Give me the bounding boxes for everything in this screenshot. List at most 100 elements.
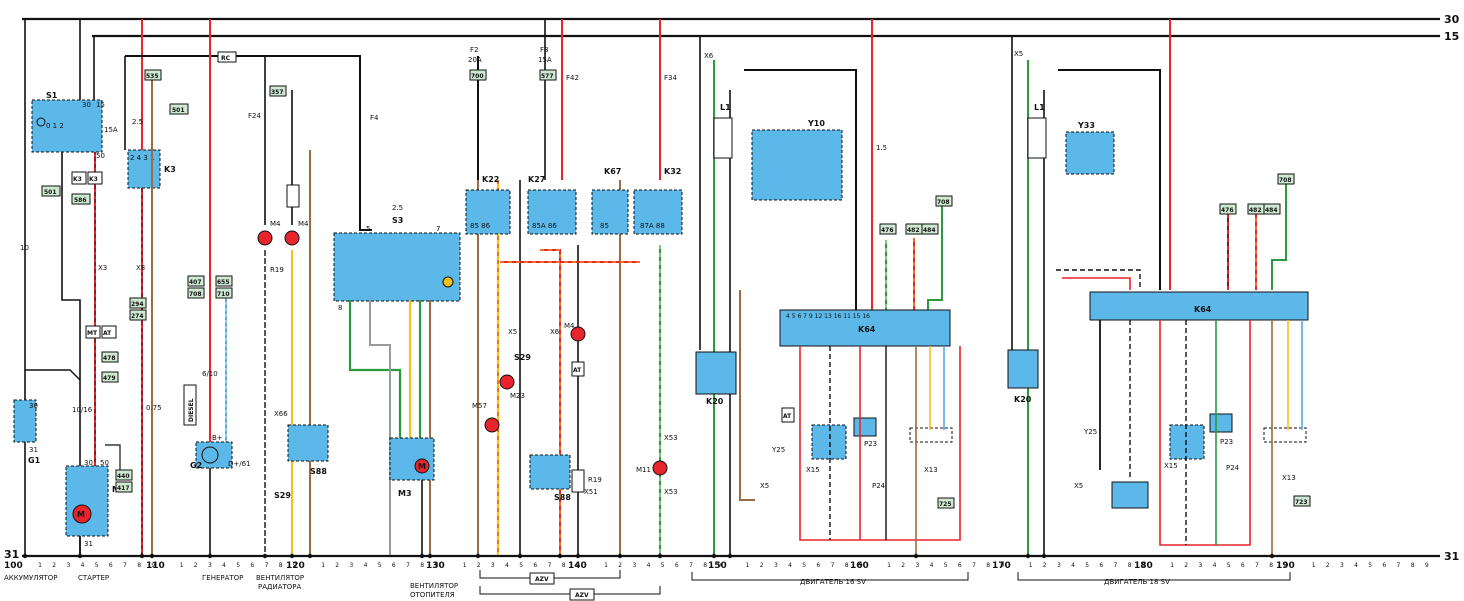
column-index-digit: 2: [901, 562, 905, 569]
ref-484-b-text: 484: [1265, 207, 1278, 214]
k67-sub: 85: [600, 222, 609, 230]
ground-junction-dot: [575, 553, 581, 559]
ref-586-text: 586: [74, 197, 87, 204]
r19-a-label: R19: [270, 266, 284, 274]
ref-482-b-text: 482: [1249, 207, 1262, 214]
column-index-digit: 8: [1411, 562, 1415, 569]
fuse-f2: F2: [470, 46, 478, 54]
column-index-digit: 7: [265, 562, 269, 569]
column-index-digit: 6: [958, 562, 962, 569]
ref-501-b-text: 501: [44, 189, 57, 196]
ground-junction-dot: [657, 553, 663, 559]
column-index-digit: 7: [548, 562, 552, 569]
bus-30-label: 30: [1444, 13, 1460, 26]
sensor-p23-b: [1209, 413, 1233, 433]
connector-x5-f: X5: [1074, 482, 1083, 490]
column-index-digit: 3: [349, 562, 353, 569]
tag-azv-2: [569, 588, 595, 601]
connector-x53-b: X53: [664, 488, 678, 496]
y33-label: Y33: [1077, 121, 1095, 130]
ground-junction-dot: [1269, 553, 1275, 559]
p23-a-label: P23: [864, 440, 877, 448]
engine-16sv-section: L1 Y10 K64 4 5 6 7 9 12 13 16 11 15 16 K…: [695, 19, 961, 555]
generator-section: G2 B+ D+/61 DIESEL 407 708 655 710 RC 6/…: [183, 19, 251, 555]
tag-mt: [85, 325, 101, 339]
col-number-100: 100: [4, 561, 23, 571]
k64-a-label: K64: [858, 325, 876, 334]
column-index-digit: 5: [236, 562, 240, 569]
k27-label: K27: [528, 175, 545, 184]
ref-655: [215, 275, 233, 287]
s3-pin7: 7: [436, 225, 440, 233]
bus-31-left-label: 31: [4, 548, 19, 561]
ref-440-text: 440: [117, 473, 130, 480]
valve-y10: [751, 129, 843, 201]
column-index-digit: 3: [1340, 562, 1344, 569]
column-index-digit: 6: [392, 562, 396, 569]
fuse-f34: F34: [664, 74, 677, 82]
s3-pin8: 8: [338, 304, 342, 312]
column-index-digit: 6: [675, 562, 679, 569]
tag-at: [101, 325, 117, 339]
column-index-digit: 5: [1368, 562, 1372, 569]
m1-m: M: [77, 510, 85, 519]
connector-x6-c: X6: [704, 52, 714, 60]
tag-azv: [529, 572, 555, 585]
wire-label-2-5-b: 2.5: [392, 204, 403, 212]
ground-junction-dot: [1025, 553, 1031, 559]
fuse-f8: F8: [540, 46, 548, 54]
column-index-digit: 3: [916, 562, 920, 569]
column-index-digit: 1: [38, 562, 42, 569]
fan-motor-m4-a: [257, 230, 273, 246]
g1-pin30: 30: [29, 402, 38, 410]
ground-junction-dot: [22, 553, 28, 559]
s3-label: S3: [392, 216, 403, 225]
relay-k67: [591, 189, 629, 235]
col-number-150: 150: [708, 561, 727, 571]
g2-dplus: D+/61: [228, 460, 251, 468]
tag-at-3: [781, 407, 795, 423]
s1-pin50: 50: [96, 152, 105, 160]
column-numbers: 100 110 120 130 140 150 160 170 180 190: [4, 561, 1295, 571]
column-index-digit: 4: [1213, 562, 1217, 569]
column-index-digit: 8: [845, 562, 849, 569]
column-index-digit: 3: [208, 562, 212, 569]
caption-heater-fan-2: ОТОПИТЕЛЯ: [410, 591, 455, 599]
section-captions: АККУМУЛЯТОР СТАРТЕР ГЕНЕРАТОР ВЕНТИЛЯТОР…: [4, 572, 1291, 599]
s29-b-label: S29: [514, 353, 531, 362]
idle-sensor-x15-a: [811, 424, 847, 460]
caption-engine-16sv: ДВИГАТЕЛЬ 16 SV: [800, 578, 866, 586]
column-index-digit: 6: [250, 562, 254, 569]
k32-sub: 87A 88: [640, 222, 665, 230]
column-index-digit: 7: [1397, 562, 1401, 569]
ref-708-b: [1277, 173, 1295, 185]
ref-577: [539, 69, 557, 81]
column-index-digit: 5: [661, 562, 665, 569]
tag-mt-text: MT: [87, 330, 98, 337]
ground-junction-dot: [1041, 553, 1047, 559]
ref-708: [187, 287, 205, 299]
column-index-digit: 4: [1071, 562, 1075, 569]
connector-x66: X66: [274, 410, 288, 418]
ref-700: [469, 69, 487, 81]
heater-blower-section: S3 5 7 8 M M3 F4 2.5: [333, 56, 461, 555]
column-index-digit: 1: [604, 562, 608, 569]
r19-b-label: R19: [588, 476, 602, 484]
connector-x5-box-b: [1263, 427, 1307, 443]
ref-479: [101, 371, 119, 383]
k22-sub: 85 86: [470, 222, 491, 230]
bus-15-label: 15: [1444, 30, 1459, 43]
s88-a-label: S88: [310, 467, 327, 476]
connector-x5-e: X5: [1014, 50, 1023, 58]
relay-k32: [633, 189, 683, 235]
column-index-digit: 7: [1114, 562, 1118, 569]
tag-k3-a: [71, 171, 87, 185]
column-index-digit: 4: [81, 562, 85, 569]
ecu-k20-a: [695, 351, 737, 395]
ref-535-text: 535: [146, 73, 159, 80]
ref-655-text: 655: [217, 279, 230, 286]
k20-b-label: K20: [1014, 395, 1032, 404]
valve-y33: [1065, 131, 1115, 175]
l1-a-label: L1: [720, 103, 731, 112]
k3-pins: 2 4 3 1: [130, 154, 155, 162]
